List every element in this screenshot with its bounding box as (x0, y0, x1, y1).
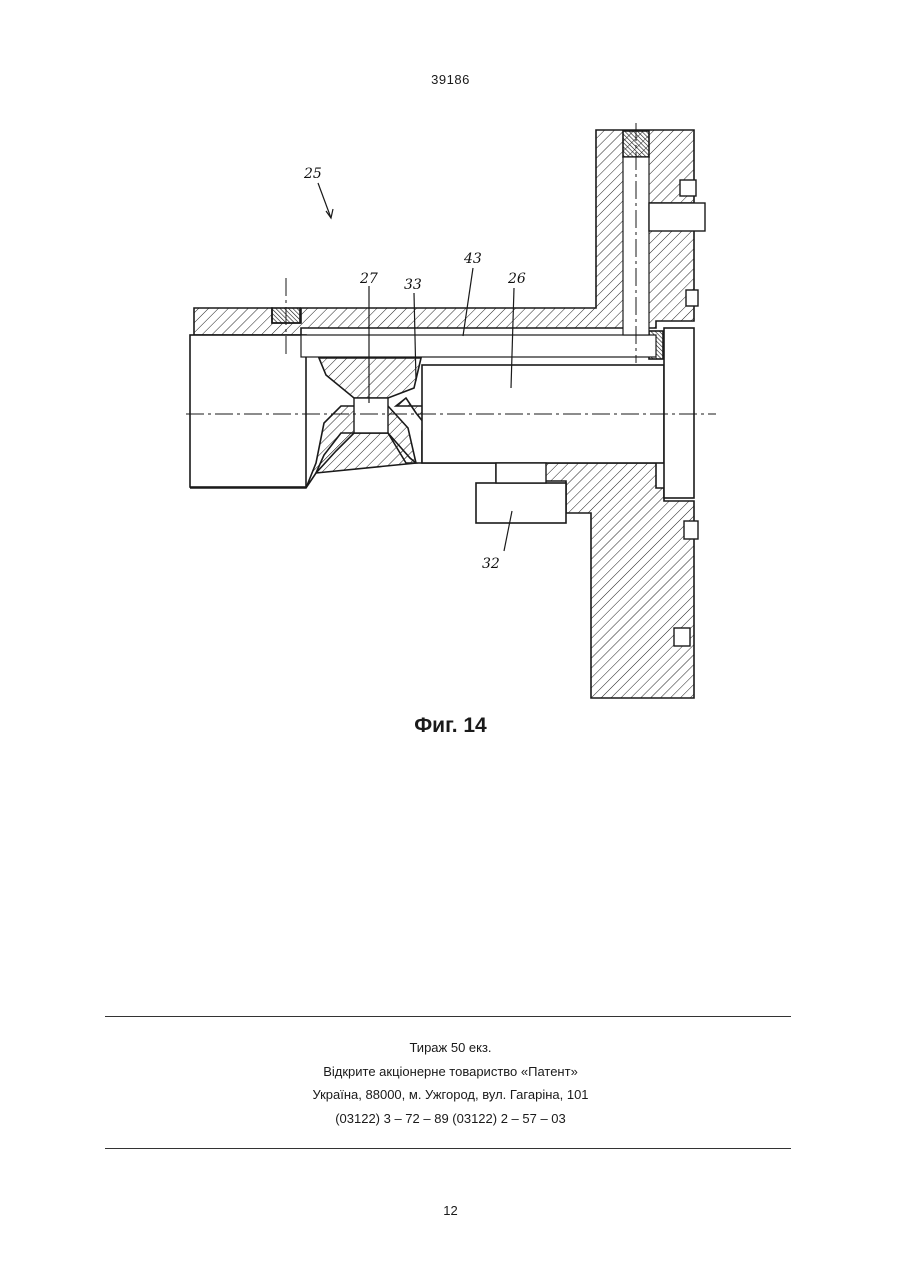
imprint-publisher: Відкрите акціонерне товариство «Патент» (0, 1060, 901, 1084)
housing-upper-section (194, 130, 694, 335)
imprint-divider-top (105, 1016, 791, 1017)
notch (684, 521, 698, 539)
label-33: 33 (404, 277, 422, 293)
technical-drawing: 25 27 33 43 26 32 (176, 103, 726, 718)
notch (686, 290, 698, 306)
nozzle-upper-cone (319, 358, 421, 398)
face-plate (664, 328, 694, 498)
label-43: 43 (463, 251, 482, 267)
left-bore (190, 335, 306, 487)
channel-43 (301, 335, 656, 357)
imprint-circulation: Тираж 50 екз. (0, 1036, 901, 1060)
document-number: 39186 (0, 72, 901, 87)
throat (354, 398, 388, 433)
notch (674, 628, 690, 646)
imprint-address: Україна, 88000, м. Ужгород, вул. Гагарін… (0, 1083, 901, 1107)
label-25: 25 (303, 166, 322, 182)
notch (680, 180, 696, 196)
label-32: 32 (482, 556, 500, 572)
label-27: 27 (359, 271, 378, 287)
imprint-phones: (03122) 3 – 72 – 89 (03122) 2 – 57 – 03 (0, 1107, 901, 1131)
label-26: 26 (507, 271, 526, 287)
imprint-block: Тираж 50 екз. Відкрите акціонерне товари… (0, 1036, 901, 1130)
figure-caption: Фиг. 14 (0, 714, 901, 738)
page-number: 12 (0, 1203, 901, 1218)
leader-25 (318, 183, 331, 218)
port-32-neck (496, 463, 546, 483)
port-32 (476, 483, 566, 523)
imprint-divider-bottom (105, 1148, 791, 1149)
pipe-fitting (649, 203, 705, 231)
